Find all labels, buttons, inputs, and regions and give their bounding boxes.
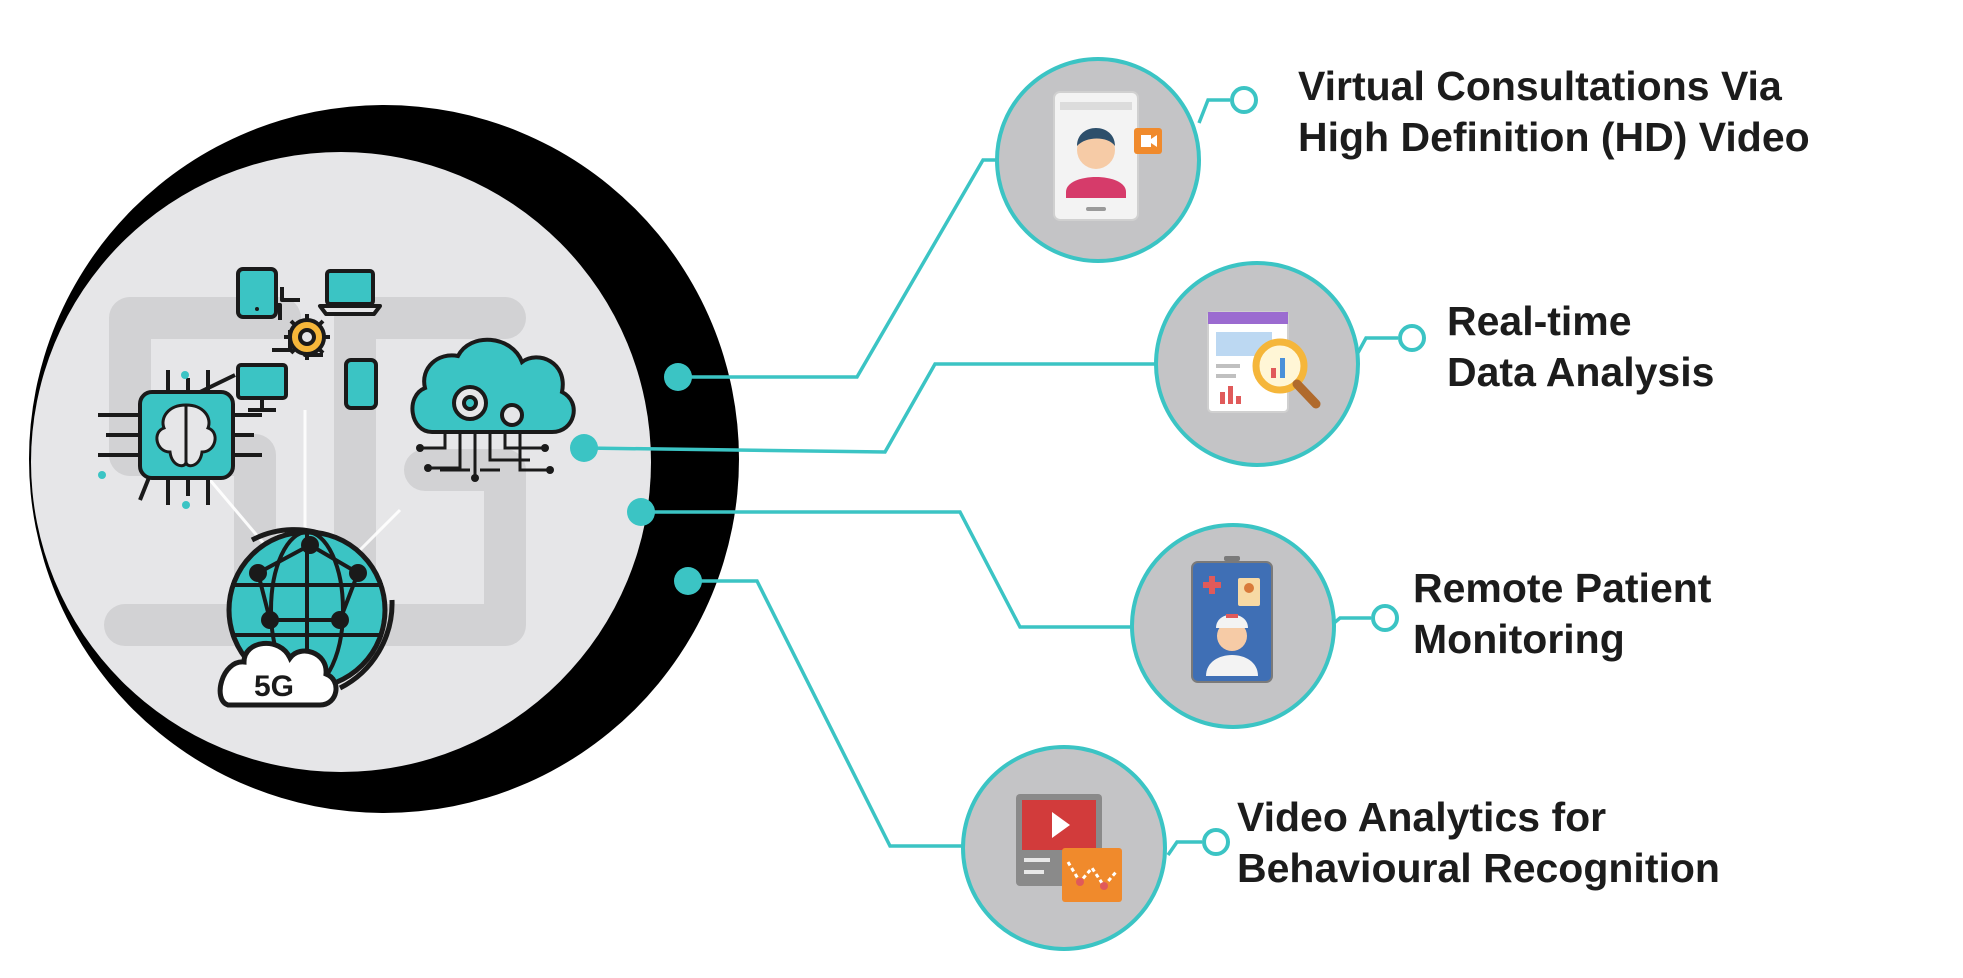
video-analytics-icon bbox=[1016, 794, 1122, 902]
node-terminal-2 bbox=[1398, 324, 1426, 352]
5g-badge-text: 5G bbox=[254, 670, 294, 703]
label-1-line-1: Virtual Consultations Via bbox=[1298, 63, 1782, 109]
port-dot-3 bbox=[627, 498, 655, 526]
label-3-line-1: Remote Patient bbox=[1413, 565, 1712, 611]
label-remote-patient-monitoring: Remote Patient Monitoring bbox=[1413, 563, 1711, 665]
connector-2 bbox=[583, 362, 1163, 454]
hub-ports bbox=[570, 363, 702, 595]
node-stub-4 bbox=[1166, 840, 1202, 856]
label-virtual-consultations: Virtual Consultations Via High Definitio… bbox=[1298, 61, 1810, 163]
port-dot-1 bbox=[664, 363, 692, 391]
ai-chip-icon bbox=[98, 370, 262, 509]
hub: 5G bbox=[29, 105, 739, 813]
globe-5g-icon: 5G bbox=[217, 527, 395, 708]
node-terminal-3 bbox=[1371, 604, 1399, 632]
connector-1 bbox=[678, 158, 1003, 379]
cloud-settings-icon bbox=[410, 337, 576, 482]
connector-4 bbox=[688, 579, 969, 848]
node-3 bbox=[1130, 523, 1399, 729]
label-1-line-2: High Definition (HD) Video bbox=[1298, 114, 1810, 160]
node-stub-1 bbox=[1197, 98, 1230, 124]
connector-lines bbox=[583, 98, 1398, 856]
label-4-line-2: Behavioural Recognition bbox=[1237, 845, 1720, 891]
port-dot-4 bbox=[674, 567, 702, 595]
node-4 bbox=[961, 745, 1230, 951]
label-video-analytics: Video Analytics for Behavioural Recognit… bbox=[1237, 792, 1720, 894]
label-2-line-1: Real-time bbox=[1447, 298, 1632, 344]
label-4-line-1: Video Analytics for bbox=[1237, 794, 1607, 840]
connector-3 bbox=[641, 510, 1140, 629]
label-3-line-2: Monitoring bbox=[1413, 616, 1625, 662]
5g-cloud-icon bbox=[217, 641, 339, 708]
node-terminal-1 bbox=[1230, 86, 1258, 114]
device-network-icon bbox=[236, 267, 382, 412]
label-2-line-2: Data Analysis bbox=[1447, 349, 1715, 395]
node-terminal-4 bbox=[1202, 828, 1230, 856]
port-dot-2 bbox=[570, 434, 598, 462]
node-1 bbox=[995, 57, 1258, 263]
data-analysis-icon bbox=[1207, 311, 1321, 413]
node-2 bbox=[1154, 261, 1426, 467]
remote-monitoring-icon bbox=[1191, 556, 1273, 683]
label-real-time-data-analysis: Real-time Data Analysis bbox=[1447, 296, 1714, 398]
node-stub-2 bbox=[1352, 336, 1398, 361]
video-consultation-icon bbox=[1053, 91, 1162, 221]
